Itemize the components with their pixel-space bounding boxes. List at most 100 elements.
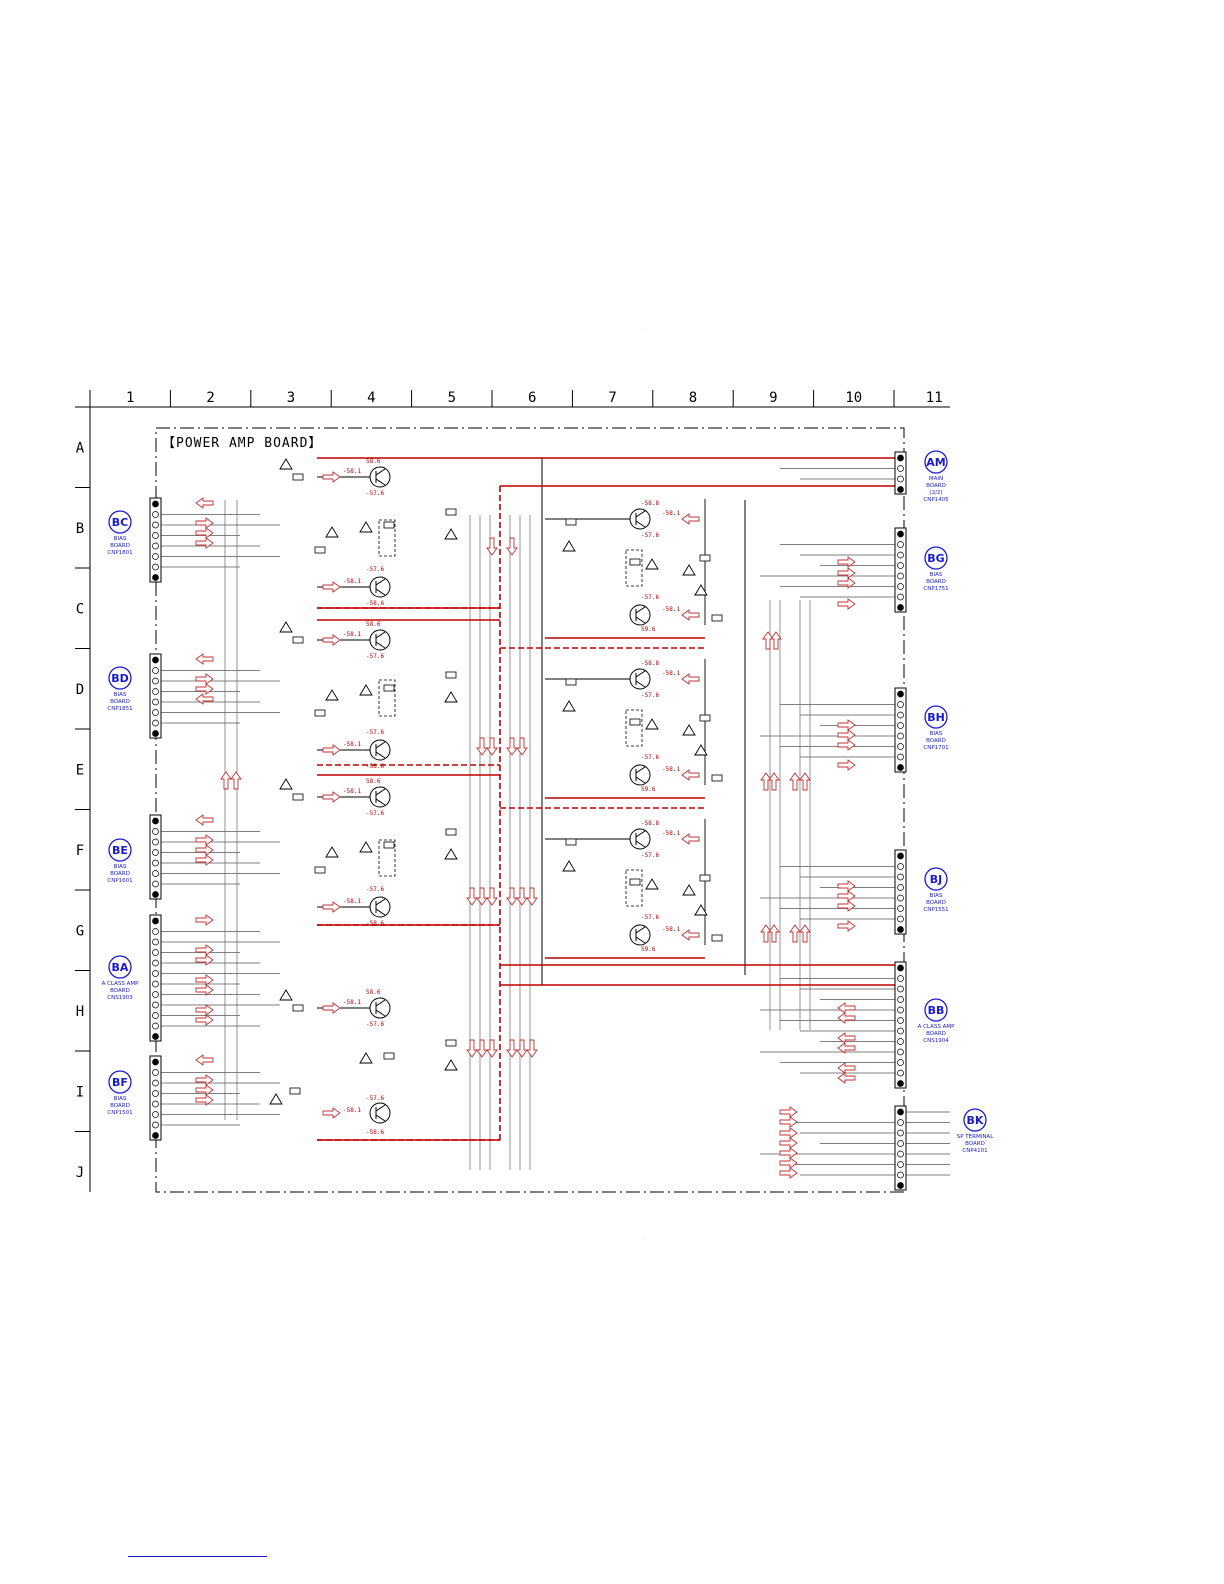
voltage-label: 58.6	[366, 778, 381, 785]
voltage-label: -57.6	[366, 1095, 384, 1102]
connector-caption: BIAS	[930, 572, 943, 578]
resistor	[699, 874, 711, 882]
connector-pin	[897, 1027, 904, 1035]
connector-pin	[897, 873, 904, 881]
connector-body	[149, 814, 162, 900]
connector-pin	[897, 541, 904, 548]
warning-icon	[325, 526, 339, 538]
connector-pin	[897, 701, 904, 708]
voltage-label: -57.6	[366, 810, 384, 817]
connector-body	[149, 914, 162, 1042]
arrow-right-icon	[195, 944, 214, 956]
connector-caption: SP TERMINAL	[957, 1134, 994, 1140]
connector-caption: BOARD	[110, 699, 130, 705]
arrow-left-icon	[195, 693, 214, 705]
arrow-left-icon	[681, 673, 700, 685]
arrow-up-icon	[760, 772, 772, 791]
arrow-right-icon	[195, 1074, 214, 1086]
arrow-right-icon	[837, 900, 856, 912]
arrow-right-icon	[322, 791, 341, 803]
resistor	[445, 508, 457, 516]
component-group-box	[378, 679, 396, 717]
voltage-label: -57.6	[366, 729, 384, 736]
power-rails	[317, 457, 895, 1141]
connector-pin	[152, 991, 159, 998]
connector-caption: BOARD	[926, 900, 946, 906]
arrow-left-icon	[837, 1002, 856, 1014]
transistor-emitter	[635, 776, 646, 784]
voltage-label: 58.6	[366, 989, 381, 996]
transistor-emitter	[635, 616, 646, 624]
arrow-right-icon	[195, 914, 214, 926]
resistor	[292, 473, 304, 481]
warning-icon	[325, 689, 339, 701]
arrow-right-icon	[837, 880, 856, 892]
column-label: 6	[528, 390, 536, 406]
row-label: I	[76, 1084, 84, 1100]
arrow-right-icon	[322, 1107, 341, 1119]
connector-caption: CNP1851	[107, 706, 132, 712]
connector-code: BH	[927, 711, 945, 724]
row-label: E	[76, 762, 84, 778]
voltage-label: 59.6	[641, 626, 656, 633]
transistor	[629, 668, 651, 690]
arrow-down-icon	[486, 1039, 498, 1058]
arrow-right-icon	[195, 517, 214, 529]
connector-caption: CNP1405	[923, 497, 949, 503]
transistor-emitter	[375, 751, 386, 759]
connector-pin	[897, 852, 904, 860]
arrow-up-icon	[768, 772, 780, 791]
component-group-box	[625, 869, 643, 907]
connector-caption: BOARD	[110, 988, 130, 994]
connector-pin	[897, 486, 904, 493]
row-label: C	[76, 601, 84, 617]
connector-pin	[897, 1080, 904, 1087]
connector-pin	[152, 1069, 159, 1076]
connector-pin	[897, 884, 904, 891]
connector-pin	[897, 926, 904, 933]
transistor-collector	[635, 670, 646, 678]
arrow-left-icon	[681, 609, 700, 621]
transistor-collector	[375, 741, 386, 749]
resistor	[314, 709, 326, 717]
transistor	[629, 828, 651, 850]
resistor	[292, 1004, 304, 1012]
arrow-left-icon	[681, 833, 700, 845]
voltage-label: -57.6	[366, 566, 384, 573]
connector-pin	[897, 764, 904, 771]
arrow-right-icon	[837, 920, 856, 932]
warning-icon	[359, 684, 373, 696]
connector-body	[894, 1105, 907, 1191]
arrow-right-icon	[195, 537, 214, 549]
connector-caption: CNS1903	[107, 995, 133, 1001]
connector-pin	[152, 553, 159, 560]
connector-body	[894, 687, 907, 773]
resistor	[445, 1039, 457, 1047]
row-label: G	[76, 923, 84, 939]
connector-pin	[152, 1022, 159, 1030]
connector-pin	[897, 551, 904, 559]
transistor-collector	[375, 788, 386, 796]
connector-pin	[152, 574, 159, 581]
connector-pin	[152, 521, 159, 529]
transistor-collector	[635, 766, 646, 774]
arrow-right-icon	[779, 1106, 798, 1118]
arrow-up-icon	[230, 771, 242, 790]
connector-pin	[897, 1129, 904, 1137]
transistor-collector	[375, 631, 386, 639]
transistor	[629, 508, 651, 530]
resistor	[383, 1052, 395, 1060]
connector-pin	[897, 572, 904, 580]
connector-pin	[152, 959, 159, 967]
board-outline	[155, 427, 905, 1193]
arrow-right-icon	[837, 729, 856, 741]
voltage-label: -58.1	[343, 999, 361, 1006]
column-label: 7	[608, 390, 616, 406]
voltage-label: -58.8	[641, 820, 659, 827]
connector-pin	[897, 732, 904, 740]
transistor-collector	[635, 830, 646, 838]
arrow-right-icon	[195, 854, 214, 866]
arrow-right-icon	[837, 577, 856, 589]
connector-pin	[152, 656, 159, 664]
